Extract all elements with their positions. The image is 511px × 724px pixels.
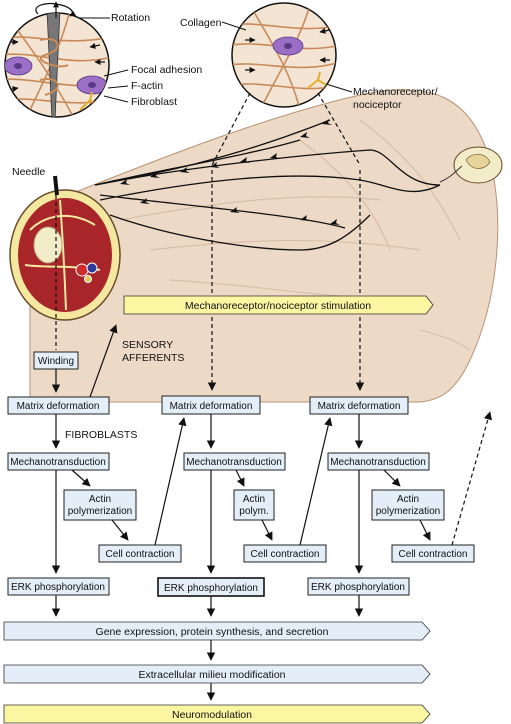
matrix-deformation-box-2: Matrix deformation (161, 395, 261, 415)
actin-polymerization-label-3b: polymerization (376, 506, 440, 517)
erk-phosphorylation-box-2: ERK phosphorylation (157, 577, 265, 597)
f-actin-label: F-actin (131, 80, 163, 92)
neuromodulation-band: Neuromodulation (3, 704, 431, 724)
sensory-afferents-label-line2: AFFERENTS (122, 352, 184, 364)
actin-polym-label-2a: Actin (243, 494, 265, 505)
cell-contraction-box-3: Cell contraction (391, 544, 475, 563)
actin-polymerization-box-3: Actin polymerization (371, 489, 445, 521)
cell-contraction-label-2: Cell contraction (251, 549, 320, 560)
needle-magnified-view: Rotation Focal adhesion F-actin Fibrobla… (4, 1, 202, 118)
rotation-label: Rotation (111, 12, 150, 24)
actin-polym-box-2: Actin polym. (233, 489, 275, 521)
mechanotransduction-label-2: Mechanotransduction (186, 457, 282, 468)
mechanotransduction-box-2: Mechanotransduction (183, 452, 286, 471)
erk-phosphorylation-box-1: ERK phosphorylation (7, 577, 110, 596)
actin-polymerization-label-1a: Actin (89, 494, 111, 505)
neuromodulation-label: Neuromodulation (172, 709, 252, 721)
needle: Needle (12, 166, 59, 196)
erk-phosphorylation-label-2: ERK phosphorylation (164, 583, 258, 594)
sensory-afferents-label-line1: SENSORY (122, 339, 173, 351)
mechanotransduction-box-3: Mechanotransduction (327, 452, 430, 471)
actin-polym-label-2b: polym. (239, 506, 268, 517)
winding-label: Winding (38, 356, 74, 367)
matrix-deformation-label-3: Matrix deformation (318, 401, 401, 412)
matrix-deformation-label-1: Matrix deformation (17, 401, 100, 412)
afferent-arrowheads (120, 119, 340, 225)
erk-phosphorylation-box-3: ERK phosphorylation (307, 577, 410, 596)
actin-polymerization-label-1b: polymerization (68, 506, 132, 517)
collagen-label: Collagen (180, 17, 222, 29)
mechanotransduction-label-3: Mechanotransduction (330, 457, 426, 468)
sensory-nerves (94, 119, 441, 251)
mechanoreceptor-label-line2: nociceptor (353, 99, 402, 111)
needle-label: Needle (12, 166, 45, 178)
erk-phosphorylation-label-1: ERK phosphorylation (11, 582, 105, 593)
mechanotransduction-label-1: Mechanotransduction (10, 457, 106, 468)
cell-contraction-box-1: Cell contraction (98, 544, 182, 563)
actin-polymerization-box-1: Actin polymerization (63, 489, 137, 521)
cell-contraction-label-1: Cell contraction (106, 549, 175, 560)
fibroblasts-label: FIBROBLASTS (65, 429, 137, 441)
focal-adhesion-label: Focal adhesion (131, 64, 202, 76)
matrix-deformation-box-1: Matrix deformation (7, 396, 110, 415)
mechanoreceptor-label-line1: Mechanoreceptor/ (353, 86, 438, 98)
limb-cross-section (9, 189, 121, 321)
cell-contraction-label-3: Cell contraction (399, 549, 468, 560)
spinal-cord (439, 146, 503, 184)
collagen-magnified-view: Collagen Mechanoreceptor/ nociceptor (180, 2, 438, 111)
extracellular-label: Extracellular milieu modification (138, 669, 285, 681)
matrix-deformation-label-2: Matrix deformation (170, 401, 253, 412)
extracellular-band: Extracellular milieu modification (3, 664, 431, 684)
actin-polymerization-label-3a: Actin (397, 494, 419, 505)
winding-box: Winding (33, 351, 79, 370)
dashed-connectors (55, 92, 365, 391)
gene-expression-band: Gene expression, protein synthesis, and … (3, 621, 431, 641)
erk-phosphorylation-label-3: ERK phosphorylation (311, 582, 405, 593)
stimulation-band: Mechanoreceptor/nociceptor stimulation (123, 295, 434, 315)
mechanotransduction-box-1: Mechanotransduction (7, 452, 110, 471)
stimulation-band-label: Mechanoreceptor/nociceptor stimulation (185, 300, 371, 312)
gene-expression-label: Gene expression, protein synthesis, and … (96, 626, 329, 638)
cell-contraction-box-2: Cell contraction (243, 544, 327, 563)
matrix-deformation-box-3: Matrix deformation (309, 396, 409, 415)
fibroblast-label: Fibroblast (131, 96, 177, 108)
